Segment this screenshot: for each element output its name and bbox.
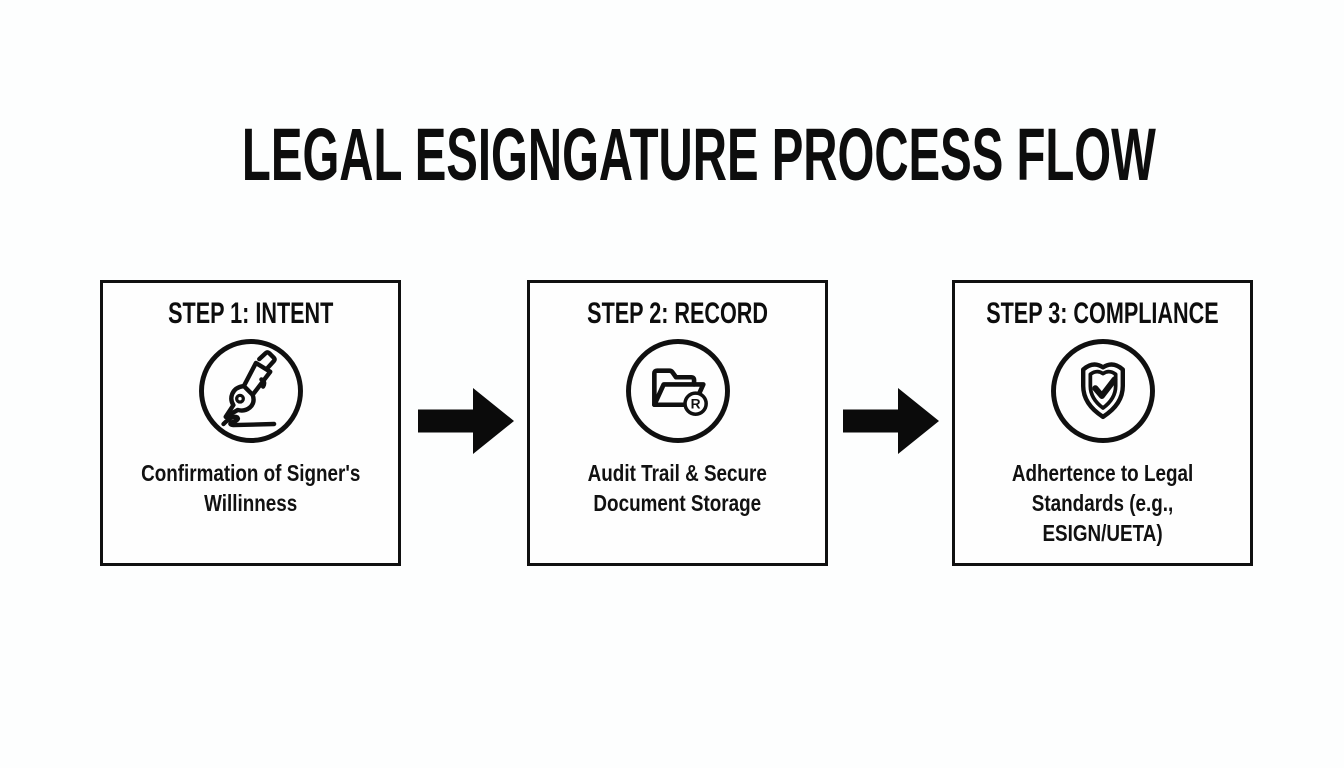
caption-line: Standards (e.g., (1031, 489, 1174, 516)
pen-signature-icon (196, 336, 306, 446)
step-heading: STEP 1: INTENT (167, 297, 334, 330)
step-caption: Confirmation of Signer's Willinness (141, 459, 360, 519)
caption-line: Confirmation of Signer's (140, 460, 361, 486)
caption-line: Document Storage (593, 489, 762, 516)
step-heading: STEP 2: RECORD (587, 297, 768, 330)
step-caption: Audit Trail & Secure Document Storage (588, 459, 767, 519)
registered-badge-letter: R (690, 397, 700, 412)
shield-check-icon (1048, 336, 1158, 446)
step-heading: STEP 3: COMPLIANCE (986, 297, 1219, 330)
caption-line: Audit Trail & Secure (587, 460, 768, 486)
folder-record-icon: R (623, 336, 733, 446)
step-box-compliance: STEP 3: COMPLIANCE Adhertence to Legal S… (952, 280, 1253, 566)
caption-line: ESIGN/UETA) (1042, 519, 1163, 546)
step-box-record: STEP 2: RECORD R Audit Trail & Secure Do… (527, 280, 828, 566)
arrow-right-icon (843, 388, 940, 454)
step-caption: Adhertence to Legal Standards (e.g., ESI… (1012, 459, 1193, 549)
caption-line: Willinness (203, 489, 298, 516)
page-title: LEGAL ESIGNGATURE PROCESS FLOW (241, 113, 1156, 196)
caption-line: Adhertence to Legal (1011, 460, 1194, 486)
step-box-intent: STEP 1: INTENT Confirmation of Signer's … (100, 280, 401, 566)
arrow-right-icon (418, 388, 515, 454)
